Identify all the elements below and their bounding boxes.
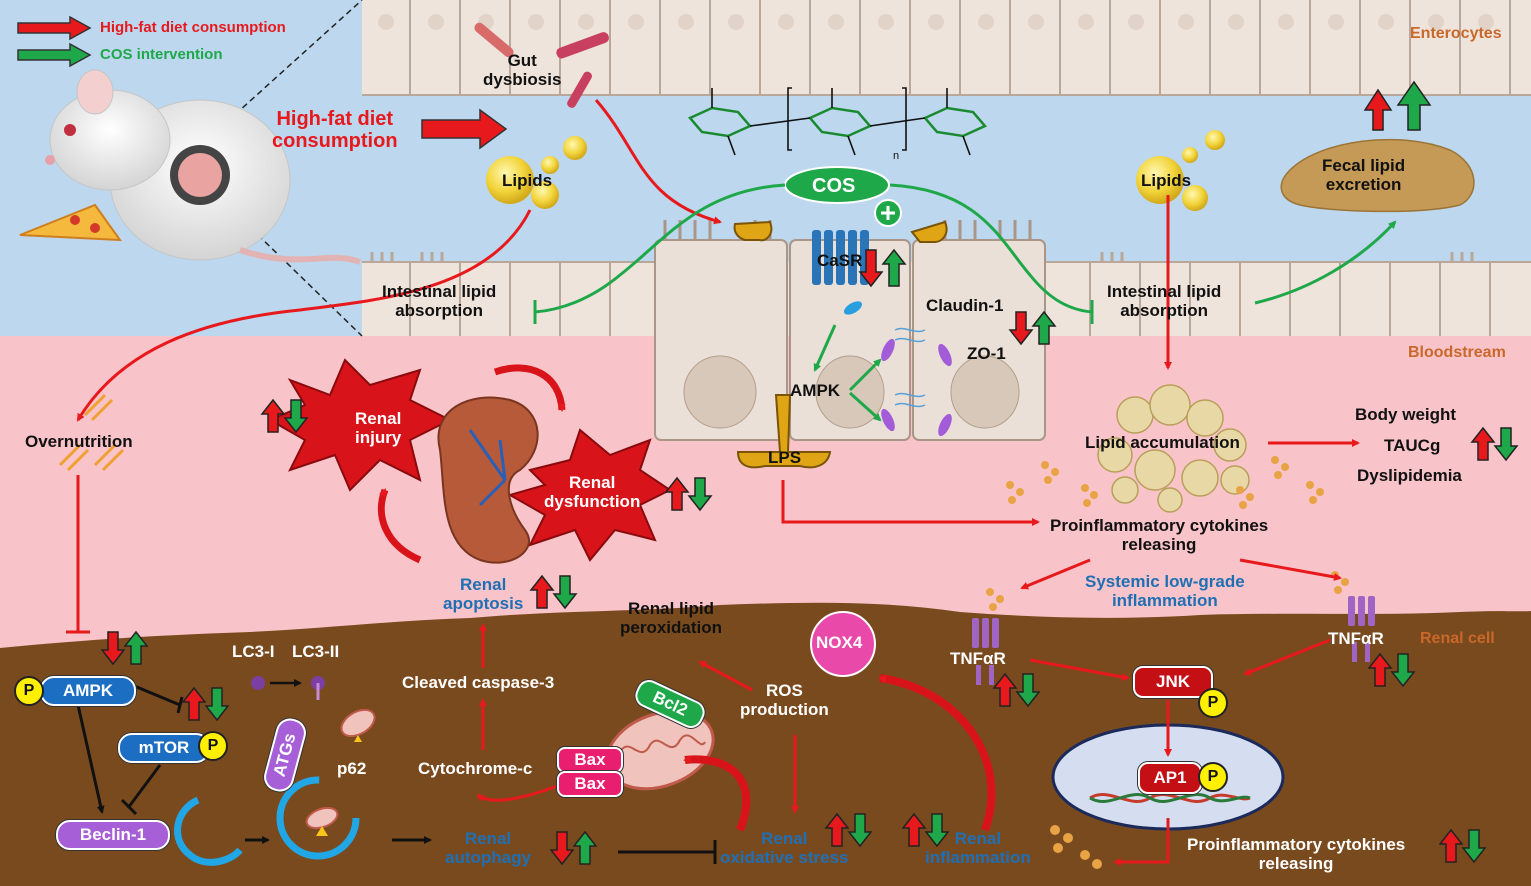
- bax-top-pill: Bax: [557, 747, 623, 773]
- legend-arrows: [17, 15, 92, 68]
- tnfar-receptors: [972, 596, 1375, 685]
- cleaved-caspase-label: Cleaved caspase-3: [402, 673, 555, 692]
- ampk-gut-label: AMPK: [790, 381, 841, 400]
- chitosan-n-label: n: [893, 150, 900, 162]
- renal-injury-star: [267, 358, 453, 492]
- systemic-inflammation-label: Systemic low-grade inflammation: [1085, 572, 1245, 610]
- legend-cos-label: COS intervention: [100, 46, 223, 63]
- region-enterocytes: Enterocytes: [1410, 25, 1502, 42]
- intestinal-right-label: Intestinal lipid absorption: [1107, 282, 1222, 320]
- lipid-accumulation-cluster: [1097, 384, 1250, 513]
- nox4-label: NOX4: [816, 633, 863, 652]
- hfd-arrow: [421, 108, 508, 150]
- mtor-phospho-icon: P: [198, 731, 228, 761]
- proinflam-bottom-label: Proinflammatory cytokines releasing: [1187, 835, 1406, 873]
- claudin-label: Claudin-1: [926, 296, 1004, 315]
- mtor-pill: mTOR: [118, 733, 210, 763]
- bax-bottom-pill: Bax: [557, 771, 623, 797]
- lipid-accumulation-label: Lipid accumulation: [1085, 433, 1240, 452]
- central-enterocytes: [654, 220, 1046, 441]
- legend-hfd-label: High-fat diet consumption: [100, 19, 286, 36]
- lipids-left-label: Lipids: [502, 171, 553, 190]
- jnk-pill: JNK: [1133, 666, 1213, 698]
- proinflam-mid-label: Proinflammatory cytokines releasing: [1050, 516, 1269, 554]
- lipid-droplets-left: [486, 136, 587, 209]
- cos-label: COS: [812, 175, 856, 197]
- fecal-blob: [1280, 138, 1475, 213]
- gut-bacteria: [474, 22, 609, 108]
- renal-dysfunction-label: Renal dysfunction: [544, 473, 641, 511]
- kidney-illustration: [437, 396, 539, 564]
- dyslipidemia-label: Dyslipidemia: [1357, 466, 1462, 485]
- change-indicators: [100, 80, 1519, 866]
- zo1-label: ZO-1: [967, 344, 1006, 363]
- rat-illustration: [19, 69, 362, 265]
- tight-junctions: [881, 338, 952, 437]
- renal-oxidative-label: Renal oxidative stress: [720, 829, 849, 867]
- taucg-label: TAUCg: [1384, 436, 1441, 455]
- ampk-phospho-icon: P: [14, 676, 44, 706]
- overnutrition-label: Overnutrition: [25, 432, 133, 451]
- black-arrows: [76, 683, 717, 864]
- overnutrition-icon: [58, 393, 125, 472]
- fecal-label: Fecal lipid excretion: [1322, 156, 1406, 194]
- lps-label: LPS: [768, 448, 802, 467]
- renal-apoptosis-label: Renal apoptosis: [443, 575, 524, 613]
- renal-lipid-peroxidation-label: Renal lipid peroxidation: [620, 599, 723, 637]
- renal-autophagy-label: Renal autophagy: [445, 829, 531, 867]
- mitochondria: [340, 708, 715, 791]
- lc3-ii-label: LC3-II: [292, 642, 340, 661]
- autophagosome: [276, 776, 360, 860]
- ap1-phospho-icon: P: [1198, 762, 1228, 792]
- ros-production-label: ROS production: [740, 681, 829, 719]
- ampk-renal-pill: AMPK: [40, 676, 136, 706]
- lipids-right-label: Lipids: [1141, 171, 1192, 190]
- green-arrows: [533, 183, 1397, 422]
- ap1-pill: AP1: [1138, 762, 1202, 794]
- phagophore: [174, 796, 243, 866]
- renal-injury-label: Renal injury: [355, 409, 402, 447]
- beclin-pill: Beclin-1: [56, 820, 170, 850]
- lps-molecules: [733, 220, 948, 469]
- p62-label: p62: [337, 759, 367, 778]
- body-weight-label: Body weight: [1355, 405, 1457, 424]
- renal-inflammation-label: Renal inflammation: [925, 829, 1031, 867]
- lipid-droplets-right: [1136, 130, 1225, 211]
- cytochrome-label: Cytochrome-c: [418, 759, 533, 778]
- hfd-consumption-label: High-fat diet consumption: [272, 108, 398, 152]
- chitosan-structure: [687, 87, 988, 156]
- region-renal-cell: Renal cell: [1420, 630, 1495, 647]
- renal-dysfunction-star: [507, 428, 672, 562]
- gut-dysbiosis-label: Gut dysbiosis: [483, 51, 562, 89]
- tnfar-left-label: TNFαR: [950, 649, 1006, 668]
- lc3-dots: [251, 676, 325, 700]
- region-bloodstream: Bloodstream: [1408, 344, 1506, 361]
- intestinal-left-label: Intestinal lipid absorption: [382, 282, 497, 320]
- casr-label: CaSR: [817, 251, 863, 270]
- tnfar-right-label: TNFαR: [1328, 629, 1384, 648]
- jnk-phospho-icon: P: [1198, 688, 1228, 718]
- nox4-circle: [810, 611, 876, 677]
- lc3-i-label: LC3-I: [232, 642, 275, 661]
